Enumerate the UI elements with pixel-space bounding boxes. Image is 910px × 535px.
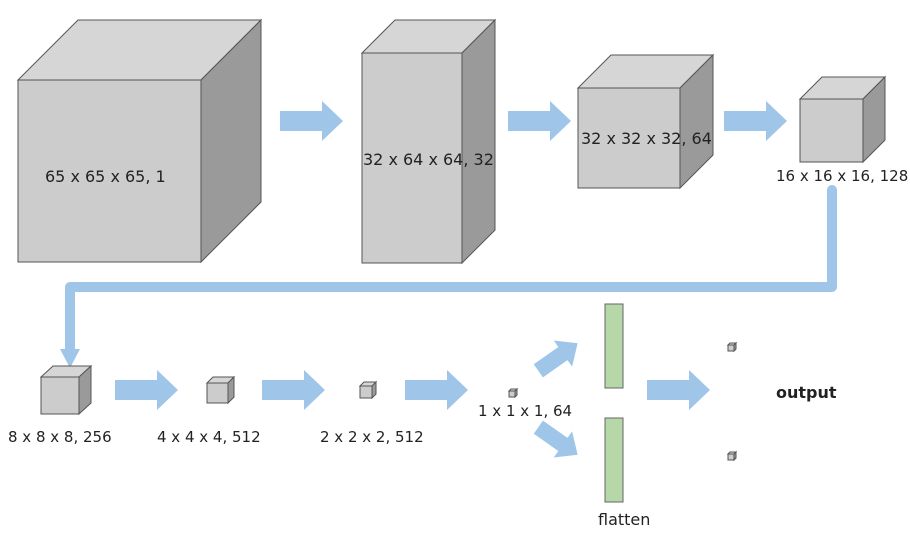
cube-layer-2 xyxy=(360,18,497,265)
layer-7-label: 2 x 2 x 2, 512 xyxy=(320,428,424,446)
arrow-to-flatten-bottom xyxy=(533,420,578,458)
cube-layer-4 xyxy=(798,75,887,164)
cube-layer-3 xyxy=(576,53,715,190)
cube-layer-6 xyxy=(205,375,236,405)
arrow-to-flatten-top xyxy=(533,340,578,378)
connector-arrow xyxy=(60,185,837,368)
cube-layer-1 xyxy=(16,18,263,264)
layer-4-label: 16 x 16 x 16, 128 xyxy=(776,167,908,185)
layer-8-label: 1 x 1 x 1, 64 xyxy=(478,402,572,420)
layer-5-label: 8 x 8 x 8, 256 xyxy=(8,428,112,446)
output-label: output xyxy=(776,383,837,402)
flatten-label: flatten xyxy=(598,510,650,529)
arrow-7-to-8 xyxy=(405,370,468,410)
cube-layer-5 xyxy=(39,364,93,416)
flatten-bar-top xyxy=(604,303,624,389)
flatten-bar-bottom xyxy=(604,417,624,503)
arrow-6-to-7 xyxy=(262,370,325,410)
arrow-3-to-4 xyxy=(724,101,787,141)
arrow-2-to-3 xyxy=(508,101,571,141)
output-cube-bottom xyxy=(726,450,738,462)
arrow-5-to-6 xyxy=(115,370,178,410)
layer-6-label: 4 x 4 x 4, 512 xyxy=(157,428,261,446)
arrow-1-to-2 xyxy=(280,101,343,141)
layer-3-label: 32 x 32 x 32, 64 xyxy=(581,129,712,148)
layer-2-label: 32 x 64 x 64, 32 xyxy=(363,150,494,169)
layer-1-label: 65 x 65 x 65, 1 xyxy=(45,167,166,186)
cube-layer-8 xyxy=(507,387,519,399)
cube-layer-7 xyxy=(358,380,378,400)
output-cube-top xyxy=(726,341,738,353)
arrow-to-output xyxy=(647,370,710,410)
